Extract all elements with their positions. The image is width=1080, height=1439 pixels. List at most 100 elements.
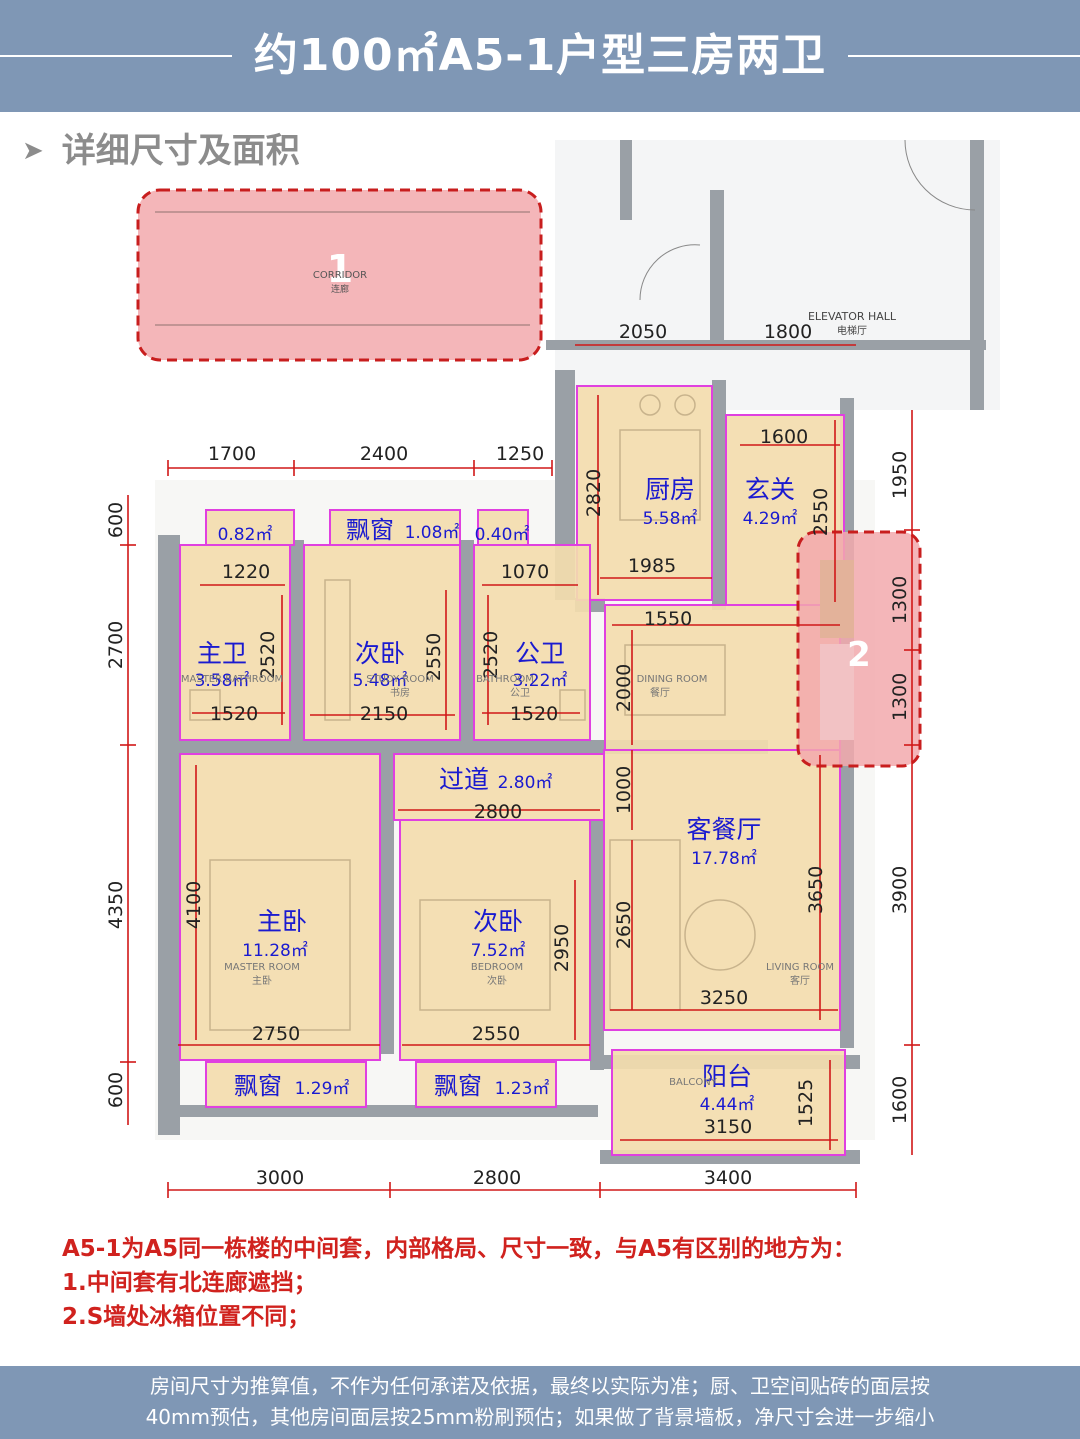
bedroom3-window-area (415, 1061, 557, 1108)
corridor-highlight (136, 188, 543, 362)
kitchen-area (576, 385, 713, 601)
dim-dining-h: 2000 (613, 664, 635, 712)
living-area-label: 17.78㎡ (691, 849, 757, 869)
room-fills (179, 385, 846, 1156)
mbed-name: 主卧 (257, 907, 307, 936)
dim-kitchen-h: 2820 (583, 469, 605, 517)
pbath-cn: 公卫 (510, 688, 530, 699)
living-en: LIVING ROOM (766, 962, 834, 973)
dimension-labels: 1700 2400 1250 2050 1800 3000 2800 3400 … (105, 321, 911, 1189)
dim-mbath-wtop: 1220 (222, 561, 270, 583)
section-heading-text: 详细尺寸及面积 (61, 131, 300, 171)
dim-mbath-h: 2520 (257, 631, 279, 679)
dim-pbath-wbot: 1520 (510, 703, 558, 725)
bed3-cn: 次卧 (487, 974, 507, 987)
dim-left-1: 600 (105, 502, 127, 538)
public-bath-area (473, 544, 591, 741)
bed2-window-name: 飘窗 (346, 516, 394, 544)
dim-living-hl: 2650 (613, 901, 635, 949)
furniture (189, 394, 756, 1031)
dim-mbath-wbot: 1520 (210, 703, 258, 725)
bed3-window-name: 飘窗 (434, 1072, 482, 1100)
pbath-name: 公卫 (515, 639, 565, 668)
dim-corr-2: 1800 (764, 321, 812, 343)
master-bath-area (179, 544, 291, 741)
pbath-en: BATHROOM (476, 674, 534, 685)
bed3-en: BEDROOM (471, 962, 523, 973)
dim-bed2-w: 2150 (360, 703, 408, 725)
mbed-en: MASTER ROOM (224, 962, 300, 973)
mbed-cn: 主卧 (252, 974, 272, 987)
mbath-window-area: 0.82㎡ (218, 525, 273, 545)
dim-right-4: 3900 (889, 866, 911, 914)
bed2-cn: 书房 (390, 686, 410, 699)
balcony-name: 阳台 (702, 1062, 752, 1091)
master-bath-window-area (205, 509, 295, 546)
dim-foyer-h: 2550 (810, 488, 832, 536)
dim-bed2-h: 2550 (423, 633, 445, 681)
bed2-en: STUDY ROOM (366, 674, 434, 685)
dim-right-3: 1300 (889, 673, 911, 721)
pbath-area: 3.22㎡ (513, 671, 568, 691)
balcony-en: BALCONY (669, 1077, 718, 1088)
dim-left-2: 2700 (105, 621, 127, 669)
dim-kitchen-w: 1985 (628, 555, 676, 577)
living-area (603, 749, 841, 1031)
bed2-name: 次卧 (355, 639, 405, 668)
dim-pbath-wtop: 1070 (501, 561, 549, 583)
bed3-area: 7.52㎡ (471, 941, 526, 961)
dim-foyer-w: 1600 (760, 426, 808, 448)
room-labels: 厨房 5.58㎡ 玄关 4.29㎡ 0.82㎡ 主卫 3.58㎡ 飘窗 1.08… (195, 475, 798, 1115)
mbed-window-name: 飘窗 (234, 1072, 282, 1100)
mbath-name: 主卫 (197, 639, 247, 668)
hallway-area (393, 753, 605, 821)
bed2-window-area: 1.08㎡ (405, 523, 460, 543)
bedroom3-area (399, 819, 591, 1061)
kitchen-area-label: 5.58㎡ (643, 509, 698, 529)
dim-bottom-1: 3000 (256, 1167, 304, 1189)
note-line-1: A5-1为A5同一栋楼的中间套，内部格局、尺寸一致，与A5有区别的地方为： (62, 1236, 856, 1262)
living-name: 客餐厅 (686, 815, 761, 844)
dim-hallway-w: 2800 (474, 801, 522, 823)
dim-mbed-w: 2750 (252, 1023, 300, 1045)
dim-right-1: 1950 (889, 451, 911, 499)
header-left-rule (0, 55, 232, 57)
dim-left-4: 600 (105, 1072, 127, 1108)
dim-left-3: 4350 (105, 881, 127, 929)
footer-line-1: 房间尺寸为推算值，不作为任何承诺及依据，最终以实际为准；厨、卫空间贴砖的面层按 (150, 1374, 930, 1398)
bed3-window-area: 1.23㎡ (495, 1079, 550, 1099)
dim-bed3-w: 2550 (472, 1023, 520, 1045)
dim-top-1: 1700 (208, 443, 256, 465)
public-bath-window-area (477, 509, 529, 546)
dim-hallway-h: 1000 (613, 766, 635, 814)
dimension-lines (120, 344, 920, 1198)
balcony-area (611, 1049, 846, 1156)
footer-disclaimer: 房间尺寸为推算值，不作为任何承诺及依据，最终以实际为准；厨、卫空间贴砖的面层按 … (0, 1366, 1080, 1439)
dining-en: DINING ROOM (637, 674, 708, 685)
dim-top-2: 2400 (360, 443, 408, 465)
corridor-label-cn: 连廊 (331, 283, 349, 295)
dim-pbath-h: 2520 (480, 631, 502, 679)
floor-plan: 1 CORRIDOR 连廊 ELEVATOR HALL 电梯厅 2 (105, 140, 1000, 1198)
dim-bed3-h: 2950 (551, 924, 573, 972)
mbath-area: 3.58㎡ (195, 671, 250, 691)
corridor-label-en: CORRIDOR (313, 270, 367, 281)
mbed-window-area: 1.29㎡ (295, 1079, 350, 1099)
s-wall-marker: 2 (847, 635, 871, 675)
mbath-en: MASTER BATHROOM (181, 674, 283, 685)
page-title: 约100㎡A5-1户型三房两卫 (253, 30, 827, 81)
elevator-label-en: ELEVATOR HALL (808, 310, 897, 323)
living-cn: 客厅 (790, 974, 810, 987)
dining-cn: 餐厅 (650, 686, 670, 699)
bed3-name: 次卧 (473, 907, 523, 936)
corridor-marker: 1 (327, 247, 353, 291)
dim-corr-1: 2050 (619, 321, 667, 343)
kitchen-name: 厨房 (645, 475, 695, 504)
bedroom2-area (303, 544, 461, 741)
foyer-name: 玄关 (745, 475, 795, 504)
header-banner: 约100㎡A5-1户型三房两卫 (0, 0, 1080, 112)
dim-balcony-w: 3150 (704, 1116, 752, 1138)
dim-balcony-h: 1525 (795, 1079, 817, 1127)
dim-top-3: 1250 (496, 443, 544, 465)
dim-right-5: 1600 (889, 1076, 911, 1124)
